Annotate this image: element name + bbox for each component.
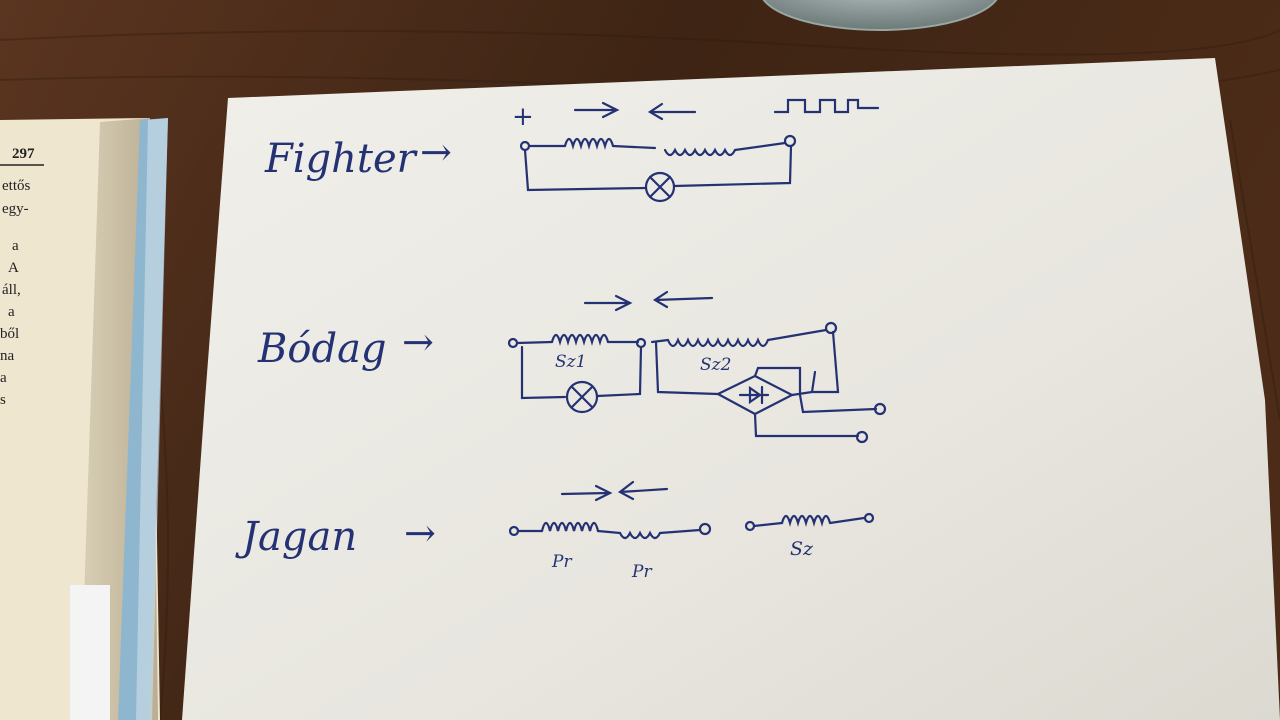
cd-disc [762,0,998,31]
arrow-fighter: → [420,130,452,174]
sketch-row-fighter: Fighter → + [264,98,880,203]
label-bodag: Bódag [257,326,387,372]
book-line: na [0,348,15,364]
coil-label-pr-1: Pr [551,552,572,572]
arrow-bodag: → [402,320,434,364]
book-line: áll, [2,282,21,298]
book-line: A [8,260,19,276]
open-book [0,118,168,720]
book-text-lines: ettős egy- a A áll, a ből na a s [0,178,30,408]
book-line: a [0,370,7,386]
book-line: ből [0,326,19,342]
circuit-fighter [519,98,880,203]
coil-label-sz2: Sz2 [700,355,731,375]
plus-sign: + [512,102,534,132]
sketch-row-jagan: Jagan → Pr Pr Sz [235,480,875,582]
book-line: egy- [2,201,29,217]
coil-label-sz: Sz [790,538,814,560]
paper-sheet [182,58,1280,720]
book-line: a [12,238,19,254]
sketch-row-bodag: Bódag → Sz1 Sz2 [257,290,887,444]
coil-label-pr-2: Pr [631,562,652,582]
circuit-bodag [507,290,887,444]
label-jagan: Jagan [235,514,357,560]
book-line: s [0,392,6,408]
book-line: a [8,304,15,320]
circuit-jagan [508,480,875,540]
book-page-number: 297 [12,146,35,162]
book-line: ettős [2,178,30,194]
label-fighter: Fighter [264,136,419,182]
coil-label-sz1: Sz1 [555,352,586,372]
arrow-jagan: → [404,511,436,555]
